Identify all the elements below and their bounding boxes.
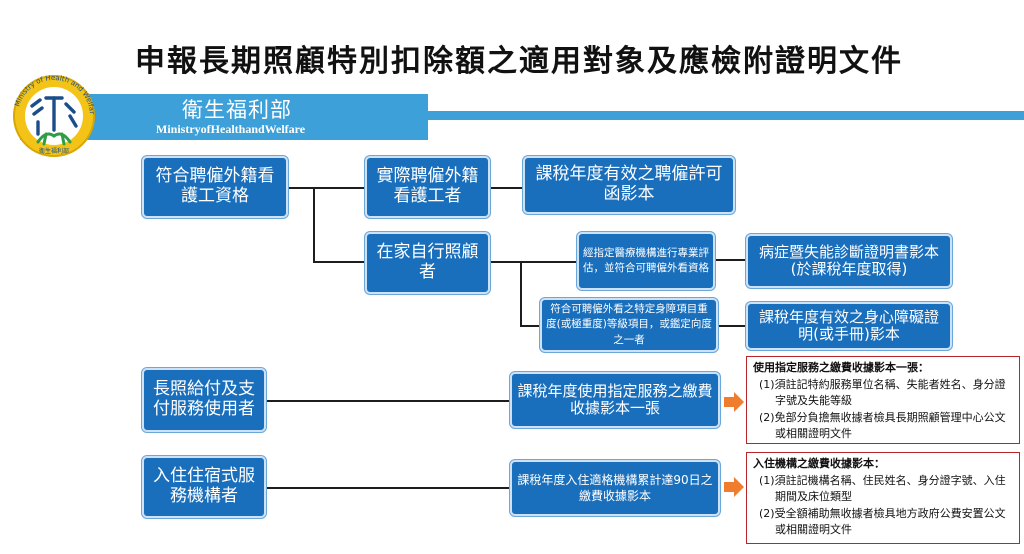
- note-item: (2)免部分負擔無收據者檢具長期照顧管理中心公文或相關證明文件: [759, 410, 1006, 441]
- note-residential-receipt: 入住機構之繳費收據影本： (1)須註記機構名稱、住民姓名、身分證字號、入住期間及…: [746, 452, 1020, 544]
- box-residential: 入住住宿式服務機構者: [142, 456, 266, 518]
- connector: [714, 259, 746, 261]
- arrow-right-icon: [724, 392, 744, 412]
- connector: [287, 187, 365, 189]
- box-ltc-receipt: 課稅年度使用指定服務之繳費收據影本一張: [510, 372, 720, 428]
- connector: [520, 325, 540, 327]
- page-title: 申報長期照顧特別扣除額之適用對象及應檢附證明文件: [135, 44, 903, 79]
- connector: [520, 261, 522, 327]
- connector: [313, 187, 315, 263]
- header-band-line: [420, 111, 1024, 120]
- box-ltc-services: 長照給付及支付服務使用者: [142, 368, 266, 432]
- connector: [266, 487, 510, 489]
- ministry-name-en: MinistryofHealthandWelfare: [156, 122, 306, 136]
- box-home-care: 在家自行照顧者: [365, 232, 490, 294]
- note-title: 入住機構之繳費收據影本：: [753, 457, 885, 470]
- svg-text:衛生福利部: 衛生福利部: [39, 147, 69, 155]
- note-ltc-receipt: 使用指定服務之繳費收據影本一張： (1)須註記特約服務單位名稱、失能者姓名、身分…: [746, 356, 1020, 444]
- box-foreign-caregiver: 符合聘僱外籍看護工資格: [142, 156, 288, 218]
- note-item: (1)須註記特約服務單位名稱、失能者姓名、身分證字號及失能等級: [759, 377, 1006, 408]
- box-diagnosis-cert: 病症暨失能診斷證明書影本(於課稅年度取得): [746, 234, 952, 288]
- box-medical-eval: 經指定醫療機構進行專業評估，並符合可聘僱外看資格: [577, 232, 715, 290]
- connector: [266, 400, 510, 402]
- logo-emblem-icon: [30, 96, 78, 136]
- connector: [490, 261, 578, 263]
- connector: [313, 261, 365, 263]
- box-permit-copy: 課稅年度有效之聘僱許可函影本: [523, 156, 735, 214]
- connector: [490, 187, 524, 189]
- connector: [718, 325, 746, 327]
- box-actual-employer: 實際聘僱外籍看護工者: [365, 156, 490, 218]
- note-title: 使用指定服務之繳費收據影本一張：: [753, 361, 929, 374]
- ministry-name-zh: 衛生福利部: [182, 98, 292, 122]
- ministry-logo: Ministry of Health and Welfare 衛生福利部: [2, 72, 96, 157]
- box-residential-receipt: 課稅年度入住適格機構累計達90日之繳費收據影本: [510, 460, 720, 516]
- note-item: (1)須註記機構名稱、住民姓名、身分證字號、入住期間及床位類型: [759, 473, 1006, 504]
- note-item: (2)受全額補助無收據者檢具地方政府公費安置公文或相關證明文件: [759, 506, 1006, 537]
- arrow-right-icon: [724, 477, 744, 497]
- box-disability-level: 符合可聘僱外看之特定身障項目重度(或極重度)等級項目，或鑑定向度之一者: [540, 298, 718, 352]
- box-disability-cert: 課稅年度有效之身心障礙證明(或手冊)影本: [746, 302, 952, 350]
